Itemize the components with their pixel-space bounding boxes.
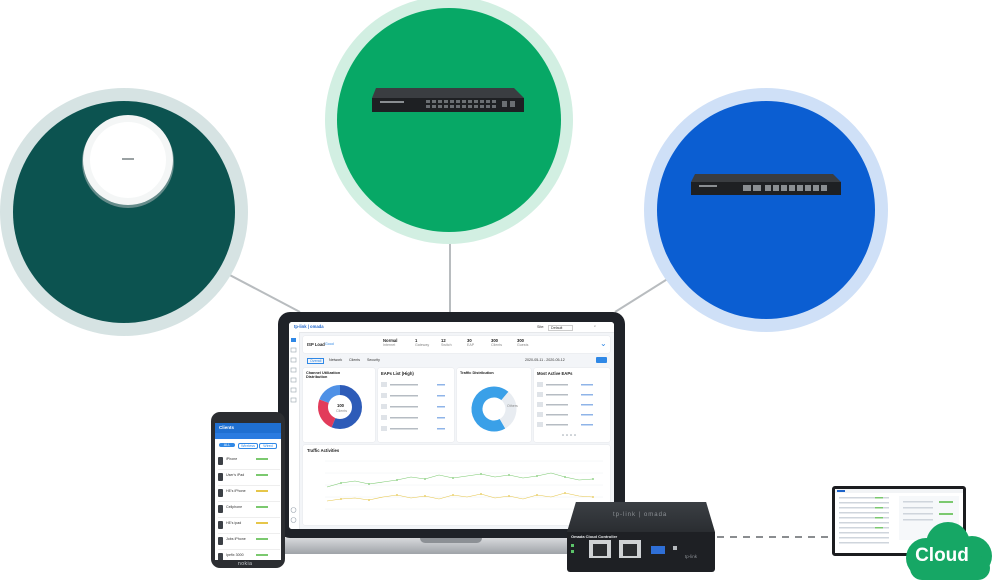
status-bar: ISP Load Good Normal Internet 1 Gateway … (303, 336, 610, 353)
traffic-activities-title: Traffic Activities (307, 448, 339, 453)
list-item[interactable]: HE's ipad (218, 518, 280, 534)
phone-tab-wired[interactable]: Wired (259, 443, 277, 449)
channel-utilization-card: Channel Utilization Distribution 100 Cli… (303, 368, 375, 442)
tab-overall[interactable]: Overall (307, 358, 324, 364)
list-item[interactable]: Ipefix 3000 (218, 550, 280, 560)
router-circle (643, 88, 893, 338)
phone-device-icon (218, 473, 223, 481)
traffic-distribution-title: Traffic Distribution (460, 371, 494, 375)
status-item-internet: Normal Internet (383, 338, 397, 347)
status-item-gateway: 1 Gateway (415, 338, 429, 347)
router-device-icon (691, 174, 841, 195)
chevron-down-icon[interactable]: ⌄ (600, 339, 607, 348)
site-select[interactable]: Default (548, 325, 573, 331)
phone-title: Clients (219, 425, 234, 430)
traffic-activities-chart (307, 455, 605, 523)
phone-brand: nokia (238, 561, 252, 567)
channel-utilization-title: Channel Utilization Distribution (306, 371, 350, 379)
channel-center-value: 100 (337, 403, 344, 408)
switch-circle (324, 0, 574, 250)
laptop-screen: tp-link | omada Site: Default ⌕ ISP Load… (289, 322, 614, 529)
list-item[interactable]: Cellphone (218, 502, 280, 518)
most-active-eaps-title: Most Active EAPs (537, 371, 572, 376)
search-icon[interactable]: ⌕ (594, 324, 596, 328)
tab-network[interactable]: Network (329, 358, 342, 362)
phone-device-icon (218, 537, 223, 545)
status-item-eap: 30 EAP (467, 338, 474, 347)
phone-app-bar: Clients (215, 423, 281, 433)
phone-device-icon (218, 505, 223, 513)
phone-tab-wireless[interactable]: Wireless (238, 443, 258, 449)
phone-filter-tabs: ALL Wireless Wired (219, 443, 277, 449)
tab-security[interactable]: Security (367, 358, 380, 362)
traffic-activities-card: Traffic Activities (303, 445, 610, 525)
switch-device-icon (372, 88, 524, 112)
dashboard-header: tp-link | omada Site: Default ⌕ (289, 322, 614, 333)
list-item[interactable]: Jobs iPhone (218, 534, 280, 550)
controller-brand: tp-link | omada (613, 512, 667, 518)
controller-ports (567, 532, 715, 572)
phone-tab-all[interactable]: ALL (219, 443, 235, 447)
channel-center-label: Clients (336, 409, 347, 413)
list-item[interactable]: iPhone (218, 454, 280, 470)
cloud-label: Cloud (902, 545, 982, 567)
eaps-list-title: EAPs List (High) (381, 371, 414, 376)
traffic-donut (469, 384, 519, 434)
laptop-notch (420, 538, 482, 543)
eaps-list-card: EAPs List (High) (378, 368, 454, 442)
status-item-guests: 300 Guests (517, 338, 528, 347)
site-label: Site: (537, 325, 544, 329)
phone-screen: Clients ALL Wireless Wired iPhone User's… (215, 423, 281, 560)
access-point-circle (0, 88, 250, 338)
eaps-list-rows (381, 380, 451, 440)
isp-label: ISP Load (307, 342, 325, 347)
controller-sub-brand: tp-link (685, 554, 697, 559)
tab-clients[interactable]: Clients (349, 358, 360, 362)
list-item[interactable]: User's iPad (218, 470, 280, 486)
tab-row: Overall Network Clients Security 2020-05… (303, 357, 610, 365)
phone-device-icon (218, 521, 223, 529)
controller-top: tp-link | omada (567, 502, 715, 532)
phone-device-icon (218, 457, 223, 465)
traffic-others-label: Others (507, 404, 518, 408)
phone-top-tabs (215, 433, 281, 439)
phone-device-icon (218, 553, 223, 560)
traffic-distribution-card: Traffic Distribution Others (457, 368, 531, 442)
phone-device-icon (218, 489, 223, 497)
access-point-device-icon (82, 115, 174, 208)
phone-client-list: iPhone User's iPad HE's iPhone Cellphone… (218, 454, 280, 560)
dashboard-brand: tp-link | omada (294, 324, 324, 329)
controller-front: Omada Cloud Controller tp-link (567, 532, 715, 572)
status-item-switch: 12 Switch (441, 338, 452, 347)
calendar-button[interactable] (596, 357, 607, 363)
isp-value: Good (325, 342, 334, 346)
status-item-clients: 300 Clients (491, 338, 502, 347)
dashboard-sidebar (289, 332, 300, 529)
list-item[interactable]: HE's iPhone (218, 486, 280, 502)
most-active-eaps-rows (537, 380, 607, 440)
most-active-eaps-card: Most Active EAPs (534, 368, 610, 442)
date-range[interactable]: 2020-05-11 - 2020-05-12 (525, 358, 565, 362)
